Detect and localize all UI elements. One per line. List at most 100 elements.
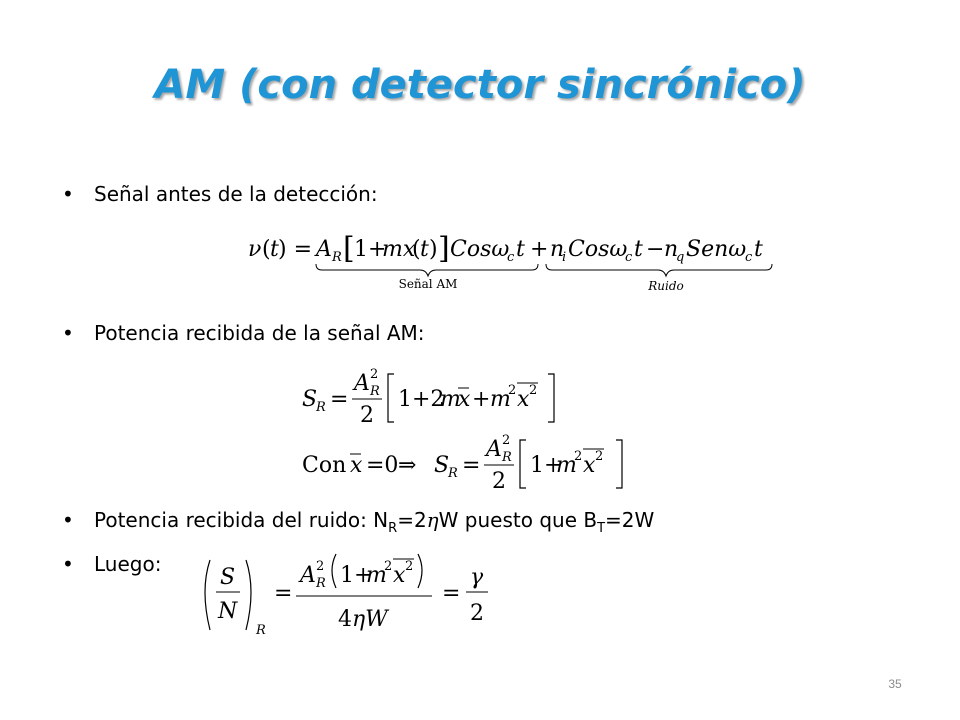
subscript-t: T: [597, 521, 606, 536]
svg-text:N: N: [217, 599, 238, 624]
equation-sr-zero-mean: Con x =0 ⇒ S R = A 2 R 2 1+ m 2 x 2: [298, 430, 638, 498]
svg-text:x: x: [350, 453, 363, 478]
svg-text:q: q: [676, 250, 684, 265]
bullet-text: Luego:: [94, 552, 162, 576]
svg-text:R: R: [501, 450, 512, 465]
bullet-dot: •: [62, 182, 74, 206]
svg-text:A: A: [314, 237, 332, 262]
svg-text:2: 2: [508, 383, 516, 398]
equation-snr-svg: S N R = A 2 R 1+ m 2 x 2 4 ηW = γ 2: [204, 553, 488, 638]
svg-text:(: (: [262, 237, 271, 262]
svg-text:A: A: [352, 371, 370, 396]
svg-text:S: S: [302, 387, 317, 412]
svg-text:t: t: [516, 237, 525, 262]
svg-text:n: n: [550, 237, 564, 262]
svg-text:Cosω: Cosω: [450, 237, 509, 262]
svg-text:t: t: [634, 237, 643, 262]
svg-text:1+2: 1+2: [398, 387, 444, 412]
svg-text:1+: 1+: [530, 453, 562, 478]
svg-text:R: R: [315, 576, 326, 591]
svg-text:A: A: [484, 437, 502, 462]
bullet-text: =2W: [605, 508, 655, 532]
bullet-dot: •: [62, 508, 74, 532]
bullet-signal-before-detection: • Señal antes de la detección:: [62, 182, 378, 206]
svg-text:R: R: [331, 250, 342, 265]
svg-text:⇒: ⇒: [398, 453, 416, 478]
svg-text:1+: 1+: [354, 237, 386, 262]
svg-text:S: S: [434, 453, 449, 478]
bullet-dot: •: [62, 552, 74, 576]
svg-text:[: [: [343, 231, 355, 266]
svg-text:=: =: [274, 581, 292, 606]
svg-text:2: 2: [502, 433, 510, 448]
svg-text:m: m: [366, 563, 387, 588]
svg-text:2: 2: [529, 383, 537, 398]
eta-symbol: η: [426, 508, 439, 532]
svg-text:c: c: [745, 250, 753, 265]
svg-text:R: R: [369, 384, 380, 399]
bullet-text: Señal antes de la detección:: [94, 182, 378, 206]
svg-text:t: t: [754, 237, 763, 262]
bullet-text: W puesto que B: [438, 508, 598, 532]
svg-text:m: m: [556, 453, 577, 478]
equation-received-signal: ν ( t ) = A R [ 1+ mx ( t ) ] Cosω c t +…: [240, 222, 800, 298]
svg-text:4: 4: [338, 607, 352, 632]
svg-text:c: c: [625, 250, 633, 265]
bullet-text: =2: [397, 508, 427, 532]
svg-text:mx: mx: [382, 237, 416, 262]
svg-text:2: 2: [360, 403, 374, 428]
svg-text:=0: =0: [366, 453, 398, 478]
svg-text:t: t: [420, 237, 429, 262]
equation-sr-zero-mean-svg: Con x =0 ⇒ S R = A 2 R 2 1+ m 2 x 2: [302, 433, 623, 494]
svg-text:ηW: ηW: [352, 607, 390, 632]
svg-text:2: 2: [595, 449, 603, 464]
svg-text:c: c: [507, 250, 515, 265]
svg-text:): ): [429, 237, 438, 262]
svg-text:2: 2: [574, 449, 582, 464]
bullet-luego: • Luego:: [62, 552, 161, 576]
bullet-dot: •: [62, 321, 74, 345]
svg-text:Senω: Senω: [686, 237, 746, 262]
bullet-noise-power: • Potencia recibida del ruido: NR=2ηW pue…: [62, 508, 654, 541]
page-number: 35: [888, 677, 902, 691]
svg-text:1+: 1+: [340, 563, 372, 588]
equation-sr: S R = A 2 R 2 1+2 m x + m 2 x 2: [298, 364, 568, 432]
svg-text:x: x: [393, 563, 406, 588]
svg-text:γ: γ: [470, 565, 484, 590]
con-label: Con: [302, 453, 346, 478]
svg-text:2: 2: [384, 559, 392, 574]
svg-text:2: 2: [316, 559, 324, 574]
bullet-text: Potencia recibida de la señal AM:: [94, 321, 425, 345]
svg-text:=: =: [442, 581, 460, 606]
svg-text:=: =: [330, 387, 348, 412]
bullet-am-received-power: • Potencia recibida de la señal AM:: [62, 321, 425, 345]
svg-text:x: x: [517, 387, 530, 412]
label-senal-am: Señal AM: [399, 277, 458, 291]
svg-text:R: R: [315, 400, 326, 415]
svg-text:t: t: [270, 237, 279, 262]
svg-text:n: n: [664, 237, 678, 262]
equation-received-signal-svg: ν ( t ) = A R [ 1+ mx ( t ) ] Cosω c t +…: [248, 231, 773, 293]
svg-text:ν: ν: [248, 237, 261, 262]
svg-text:−: −: [646, 237, 664, 262]
subscript-r: R: [388, 521, 398, 536]
svg-text:R: R: [447, 466, 458, 481]
svg-text:x: x: [583, 453, 596, 478]
equation-snr: S N R = A 2 R 1+ m 2 x 2 4 ηW = γ 2: [196, 540, 506, 644]
bullet-text: Potencia recibida del ruido: N: [94, 508, 389, 532]
slide-title: AM (con detector sincrónico): [154, 62, 806, 108]
svg-text:) =: ) =: [278, 237, 312, 262]
equation-sr-svg: S R = A 2 R 2 1+2 m x + m 2 x 2: [302, 367, 555, 428]
svg-text:A: A: [298, 563, 316, 588]
svg-text:2: 2: [492, 469, 506, 494]
svg-text:Cosω: Cosω: [568, 237, 627, 262]
svg-text:+: +: [530, 237, 548, 262]
svg-text:R: R: [255, 623, 266, 638]
svg-text:+: +: [472, 387, 490, 412]
svg-text:2: 2: [405, 559, 413, 574]
svg-text:=: =: [462, 453, 480, 478]
svg-text:(: (: [412, 237, 421, 262]
svg-text:m: m: [440, 387, 461, 412]
svg-text:]: ]: [438, 231, 450, 266]
label-ruido: Ruido: [647, 279, 684, 293]
